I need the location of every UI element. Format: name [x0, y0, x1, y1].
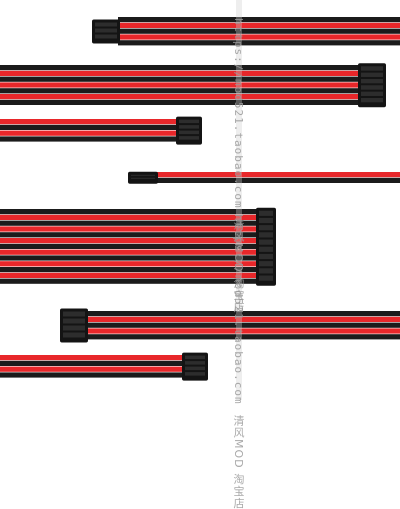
- connector-slot: [63, 325, 85, 331]
- cables-group: [0, 17, 400, 381]
- wire-red: [0, 272, 262, 278]
- cable-3: [0, 116, 202, 145]
- connector-slot: [185, 355, 205, 360]
- connector-slot: [259, 268, 273, 274]
- wire-red: [0, 119, 182, 125]
- wire-black: [0, 243, 262, 249]
- watermark-url-2: https://mod521.taobao.com: [232, 214, 245, 405]
- wire-black: [0, 255, 262, 261]
- connector-slot: [185, 361, 205, 365]
- wire-black: [80, 322, 400, 328]
- wire-black: [0, 209, 262, 215]
- watermark-shop: 清风MOD 淘宝店: [232, 219, 245, 314]
- wire-red: [0, 355, 188, 361]
- connector-slot: [95, 22, 117, 27]
- wire-red: [80, 316, 400, 322]
- connector-slot: [95, 34, 117, 39]
- connector-slot: [259, 239, 273, 245]
- connector-slot: [361, 66, 383, 71]
- wire-black: [118, 28, 400, 34]
- wire-red: [0, 366, 188, 372]
- wire-red: [0, 249, 262, 255]
- connector-slot: [179, 136, 199, 140]
- wire-red: [0, 238, 262, 244]
- connector-slot: [259, 246, 273, 252]
- wire-black: [0, 232, 262, 238]
- cable-5: [0, 207, 276, 286]
- connector-slot: [179, 130, 199, 135]
- wire-black: [118, 17, 400, 23]
- connector-slot: [361, 85, 383, 90]
- wire-black: [0, 88, 360, 94]
- watermark-upper: https://mod521.taobao.com 清风MOD 淘宝店: [230, 18, 246, 313]
- wire-red: [0, 94, 360, 100]
- wire-black: [150, 177, 400, 183]
- connector-slot: [131, 177, 155, 179]
- wire-black: [0, 65, 360, 71]
- wire-red: [0, 70, 360, 76]
- connector-slot: [259, 232, 273, 238]
- connector-slot: [361, 72, 383, 77]
- wire-black: [0, 360, 188, 366]
- connector-slot: [259, 253, 273, 260]
- connector-slot: [185, 366, 205, 371]
- wire-black: [0, 99, 360, 105]
- wire-red: [0, 130, 182, 136]
- wire-red: [80, 328, 400, 334]
- wire-black: [80, 334, 400, 340]
- connector-slot: [259, 225, 273, 231]
- wire-black: [0, 372, 188, 378]
- wire-black: [0, 220, 262, 226]
- wire-red: [0, 226, 262, 232]
- cable-7: [0, 352, 208, 381]
- connector-slot: [63, 332, 85, 338]
- wire-red: [118, 34, 400, 40]
- connector-slot: [179, 125, 199, 129]
- cable-4: [128, 171, 400, 184]
- connector-slot: [259, 261, 273, 267]
- connector-slot: [63, 318, 85, 324]
- wire-red: [0, 82, 360, 88]
- wire-red: [0, 261, 262, 267]
- connector-slot: [259, 275, 273, 281]
- connector-slot: [259, 217, 273, 224]
- connector-slot: [95, 28, 117, 33]
- connector-slot: [179, 119, 199, 124]
- connector-slot: [259, 210, 273, 216]
- wire-red: [0, 214, 262, 220]
- wire-black: [80, 311, 400, 317]
- watermark-url: https://mod521.taobao.com: [232, 18, 245, 209]
- connector-slot: [131, 174, 155, 176]
- wire-black: [0, 136, 182, 142]
- cable-2: [0, 63, 386, 108]
- connector-slot: [361, 97, 383, 103]
- cable-6: [60, 308, 400, 343]
- wire-red: [150, 172, 400, 178]
- connector-slot: [63, 311, 85, 317]
- wire-black: [0, 124, 182, 130]
- wire-black: [0, 267, 262, 273]
- cable-1: [92, 17, 400, 46]
- connector-slot: [185, 372, 205, 376]
- wire-black: [118, 40, 400, 46]
- connector-slot: [361, 91, 383, 96]
- watermark-bar: [236, 0, 242, 400]
- wire-black: [0, 278, 262, 284]
- watermark-shop-2: 清风MOD 淘宝店: [232, 415, 245, 509]
- cable-scene: [0, 0, 400, 400]
- watermark-lower: https://mod521.taobao.com 清风MOD 淘宝店: [230, 214, 246, 509]
- wire-red: [118, 22, 400, 28]
- wire-black: [0, 76, 360, 82]
- connector-slot: [361, 78, 383, 84]
